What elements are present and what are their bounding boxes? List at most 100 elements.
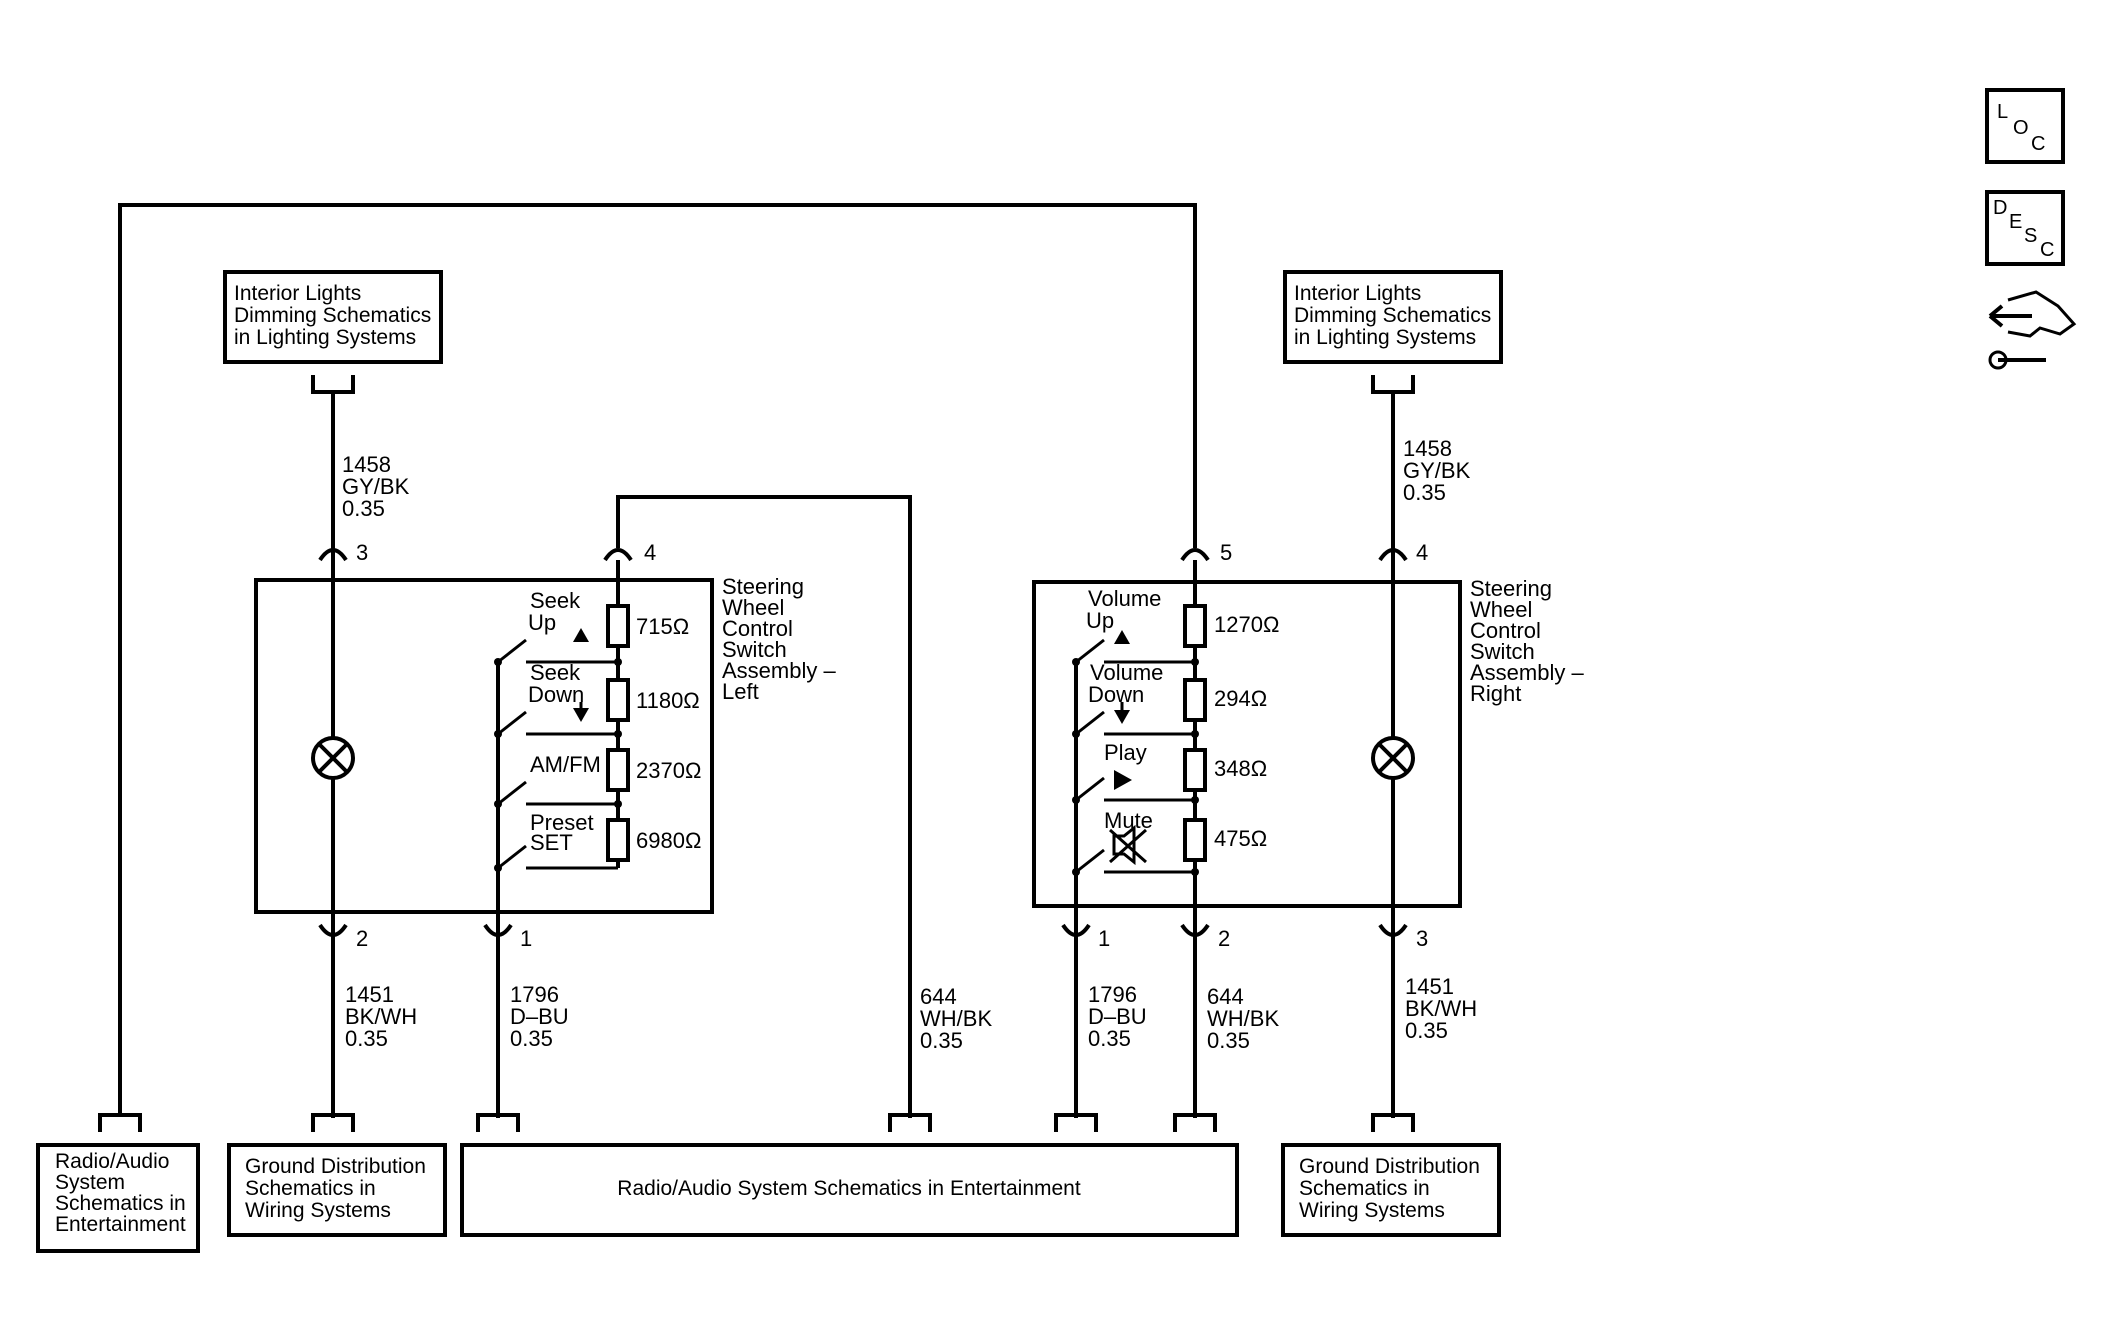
svg-text:System: System [55, 1171, 125, 1194]
right-switch-assembly: 1458 GY/BK 0.35 4 3 5 1270Ω 294Ω 348Ω 47… [1032, 392, 1584, 1118]
ref-ground-distribution-right[interactable]: Ground Distribution Schematics in Wiring… [1281, 1143, 1501, 1237]
svg-text:1796: 1796 [1088, 982, 1137, 1007]
location-icon[interactable]: L O C [1985, 88, 2065, 164]
left-switch-assembly: 1458 GY/BK 0.35 3 2 4 715Ω 1180Ω [254, 392, 912, 1118]
right-switch-title: Steering Wheel Control Switch Assembly –… [1470, 576, 1584, 706]
svg-text:C: C [2031, 133, 2045, 155]
svg-text:1458: 1458 [342, 452, 391, 477]
resistor-6980 [606, 818, 630, 862]
svg-text:Wheel: Wheel [722, 595, 784, 620]
resistor-2370 [606, 748, 630, 792]
left-switch-title: Steering Wheel Control Switch Assembly –… [722, 574, 836, 704]
svg-text:S: S [2024, 225, 2037, 247]
arrow-down-icon [1114, 710, 1130, 724]
svg-text:6980Ω: 6980Ω [636, 828, 701, 853]
ref-interior-lights-left[interactable]: Interior Lights Dimming Schematics in Li… [223, 270, 443, 364]
svg-text:in Lighting Systems: in Lighting Systems [1294, 326, 1476, 349]
svg-text:D: D [1993, 197, 2007, 219]
svg-text:0.35: 0.35 [1207, 1028, 1250, 1053]
svg-text:Volume: Volume [1088, 586, 1161, 611]
svg-text:GY/BK: GY/BK [1403, 458, 1471, 483]
svg-text:Control: Control [722, 616, 793, 641]
svg-text:Schematics in: Schematics in [55, 1192, 186, 1215]
svg-text:Dimming Schematics: Dimming Schematics [234, 304, 431, 327]
svg-text:294Ω: 294Ω [1214, 686, 1267, 711]
pin-2-right: 2 [1218, 926, 1230, 951]
svg-text:Radio/Audio: Radio/Audio [55, 1150, 169, 1173]
svg-text:Assembly –: Assembly – [722, 658, 836, 683]
svg-text:1458: 1458 [1403, 436, 1452, 461]
resistor-1270 [1183, 604, 1207, 648]
svg-text:in Lighting Systems: in Lighting Systems [234, 326, 416, 349]
svg-text:1270Ω: 1270Ω [1214, 612, 1279, 637]
svg-text:Switch: Switch [1470, 639, 1535, 664]
lamp-right [1371, 736, 1415, 780]
svg-text:2370Ω: 2370Ω [636, 758, 701, 783]
resistor-348 [1183, 748, 1207, 792]
svg-text:0.35: 0.35 [1088, 1026, 1131, 1051]
svg-text:0.35: 0.35 [920, 1028, 963, 1053]
pin-3-right: 3 [1416, 926, 1428, 951]
svg-text:Schematics in: Schematics in [1299, 1177, 1430, 1200]
hand-wrench-icon[interactable] [1988, 290, 2077, 370]
svg-text:BK/WH: BK/WH [345, 1004, 417, 1029]
wire-label-1451-left: 1451 BK/WH 0.35 [345, 982, 417, 1051]
pin-1-left: 1 [520, 926, 532, 951]
svg-text:1451: 1451 [345, 982, 394, 1007]
svg-text:644: 644 [1207, 984, 1244, 1009]
svg-text:Ground Distribution: Ground Distribution [1299, 1155, 1480, 1178]
wire-top-loop [118, 203, 1197, 1115]
svg-text:0.35: 0.35 [1405, 1018, 1448, 1043]
svg-text:1796: 1796 [510, 982, 559, 1007]
svg-text:Interior Lights: Interior Lights [1294, 282, 1421, 305]
svg-text:SET: SET [530, 830, 573, 855]
svg-text:Down: Down [528, 682, 584, 707]
svg-text:Interior Lights: Interior Lights [234, 282, 361, 305]
pin-4-left: 4 [644, 540, 656, 565]
ref-radio-audio-left[interactable]: Radio/Audio System Schematics in Enterta… [36, 1143, 200, 1253]
svg-text:L: L [1997, 101, 2008, 123]
pin-4-right: 4 [1416, 540, 1428, 565]
pin-5-right: 5 [1220, 540, 1232, 565]
svg-text:Schematics in: Schematics in [245, 1177, 376, 1200]
description-icon[interactable]: D E S C [1985, 190, 2065, 266]
svg-text:Assembly –: Assembly – [1470, 660, 1584, 685]
svg-text:Left: Left [722, 679, 759, 704]
svg-text:C: C [2040, 239, 2054, 261]
svg-text:Seek: Seek [530, 588, 581, 613]
ref-ground-distribution-left[interactable]: Ground Distribution Schematics in Wiring… [227, 1143, 447, 1237]
wire-label-1458-left: 1458 GY/BK 0.35 [342, 452, 410, 521]
arrow-up-icon [1114, 630, 1130, 644]
svg-text:BK/WH: BK/WH [1405, 996, 1477, 1021]
svg-text:WH/BK: WH/BK [920, 1006, 992, 1031]
pin-1-right: 1 [1098, 926, 1110, 951]
svg-text:WH/BK: WH/BK [1207, 1006, 1279, 1031]
ref-interior-lights-right[interactable]: Interior Lights Dimming Schematics in Li… [1283, 270, 1503, 364]
svg-text:Wheel: Wheel [1470, 597, 1532, 622]
svg-text:Preset: Preset [530, 810, 594, 835]
svg-text:1180Ω: 1180Ω [636, 688, 700, 713]
lamp-left [311, 736, 355, 780]
svg-text:Steering: Steering [1470, 576, 1552, 601]
resistor-1180 [606, 678, 630, 722]
svg-text:Up: Up [528, 610, 556, 635]
svg-text:0.35: 0.35 [342, 496, 385, 521]
resistor-294 [1183, 678, 1207, 722]
svg-text:0.35: 0.35 [1403, 480, 1446, 505]
wire-label-644-left: 644 WH/BK 0.35 [920, 984, 992, 1053]
wire-label-1451-right: 1451 BK/WH 0.35 [1405, 974, 1477, 1043]
svg-text:Ground Distribution: Ground Distribution [245, 1155, 426, 1178]
svg-text:Up: Up [1086, 608, 1114, 633]
svg-text:475Ω: 475Ω [1214, 826, 1267, 851]
wire-label-1796-left: 1796 D–BU 0.35 [510, 982, 569, 1051]
svg-text:O: O [2013, 117, 2029, 139]
svg-text:Seek: Seek [530, 660, 581, 685]
svg-text:1451: 1451 [1405, 974, 1454, 999]
ref-radio-audio-main[interactable]: Radio/Audio System Schematics in Enterta… [460, 1143, 1239, 1237]
svg-text:Dimming Schematics: Dimming Schematics [1294, 304, 1491, 327]
svg-text:Wiring Systems: Wiring Systems [245, 1199, 391, 1222]
svg-text:AM/FM: AM/FM [530, 752, 601, 777]
svg-text:Down: Down [1088, 682, 1144, 707]
pin-3-left: 3 [356, 540, 368, 565]
